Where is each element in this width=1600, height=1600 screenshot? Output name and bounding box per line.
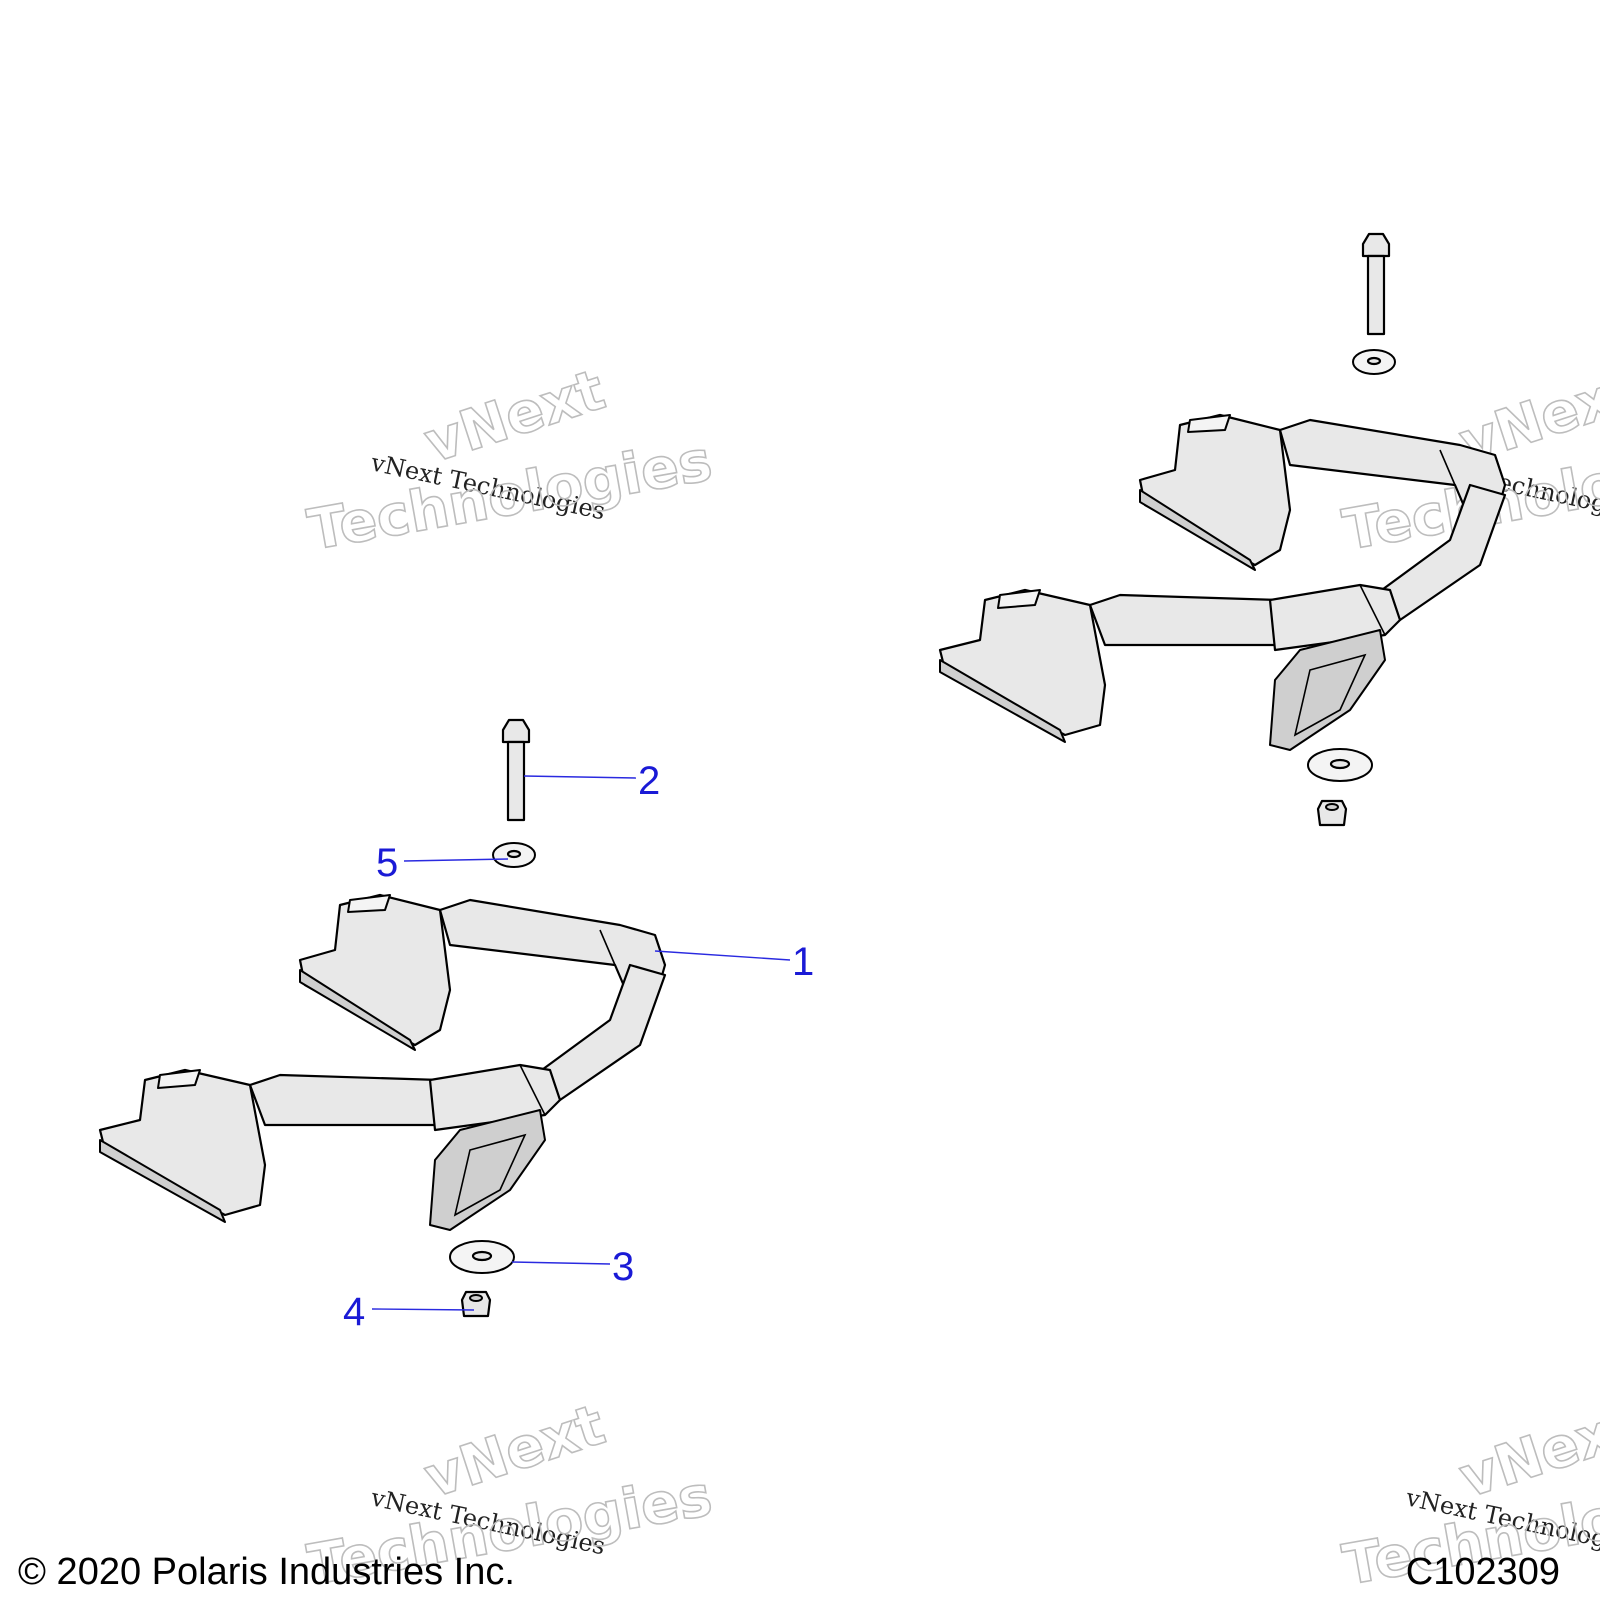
callout-4: 4 [343,1290,475,1334]
callout-label-3: 3 [612,1245,634,1289]
left-assembly [98,718,667,1318]
washer-large-left [448,1239,516,1275]
callout-5: 5 [376,841,509,885]
copyright-text: © 2020 Polaris Industries Inc. [18,1551,515,1593]
callout-label-2: 2 [638,759,660,803]
rack-left [98,893,667,1232]
bolt-right [1361,232,1391,336]
callout-label-4: 4 [343,1290,365,1334]
leader-line-4 [371,1308,475,1311]
leader-line-2 [523,775,637,779]
callout-label-5: 5 [376,841,398,885]
callout-1: 1 [654,940,814,984]
rack-right [938,413,1507,752]
leader-line-3 [511,1261,611,1265]
callout-label-1: 1 [792,940,814,984]
callout-3: 3 [511,1245,634,1289]
bolt-left [501,718,531,822]
figure-id: C102309 [1405,1551,1560,1593]
washer-small-left [491,841,537,869]
watermark-top-left: vNext Technologies vNext Technologies [303,357,718,565]
nut-right [1316,799,1348,827]
washer-large-right [1306,747,1374,783]
washer-small-right [1351,348,1397,376]
leader-line-5 [403,858,509,862]
nut-left [460,1290,492,1318]
leader-line-1 [654,950,791,961]
callout-2: 2 [523,759,660,803]
